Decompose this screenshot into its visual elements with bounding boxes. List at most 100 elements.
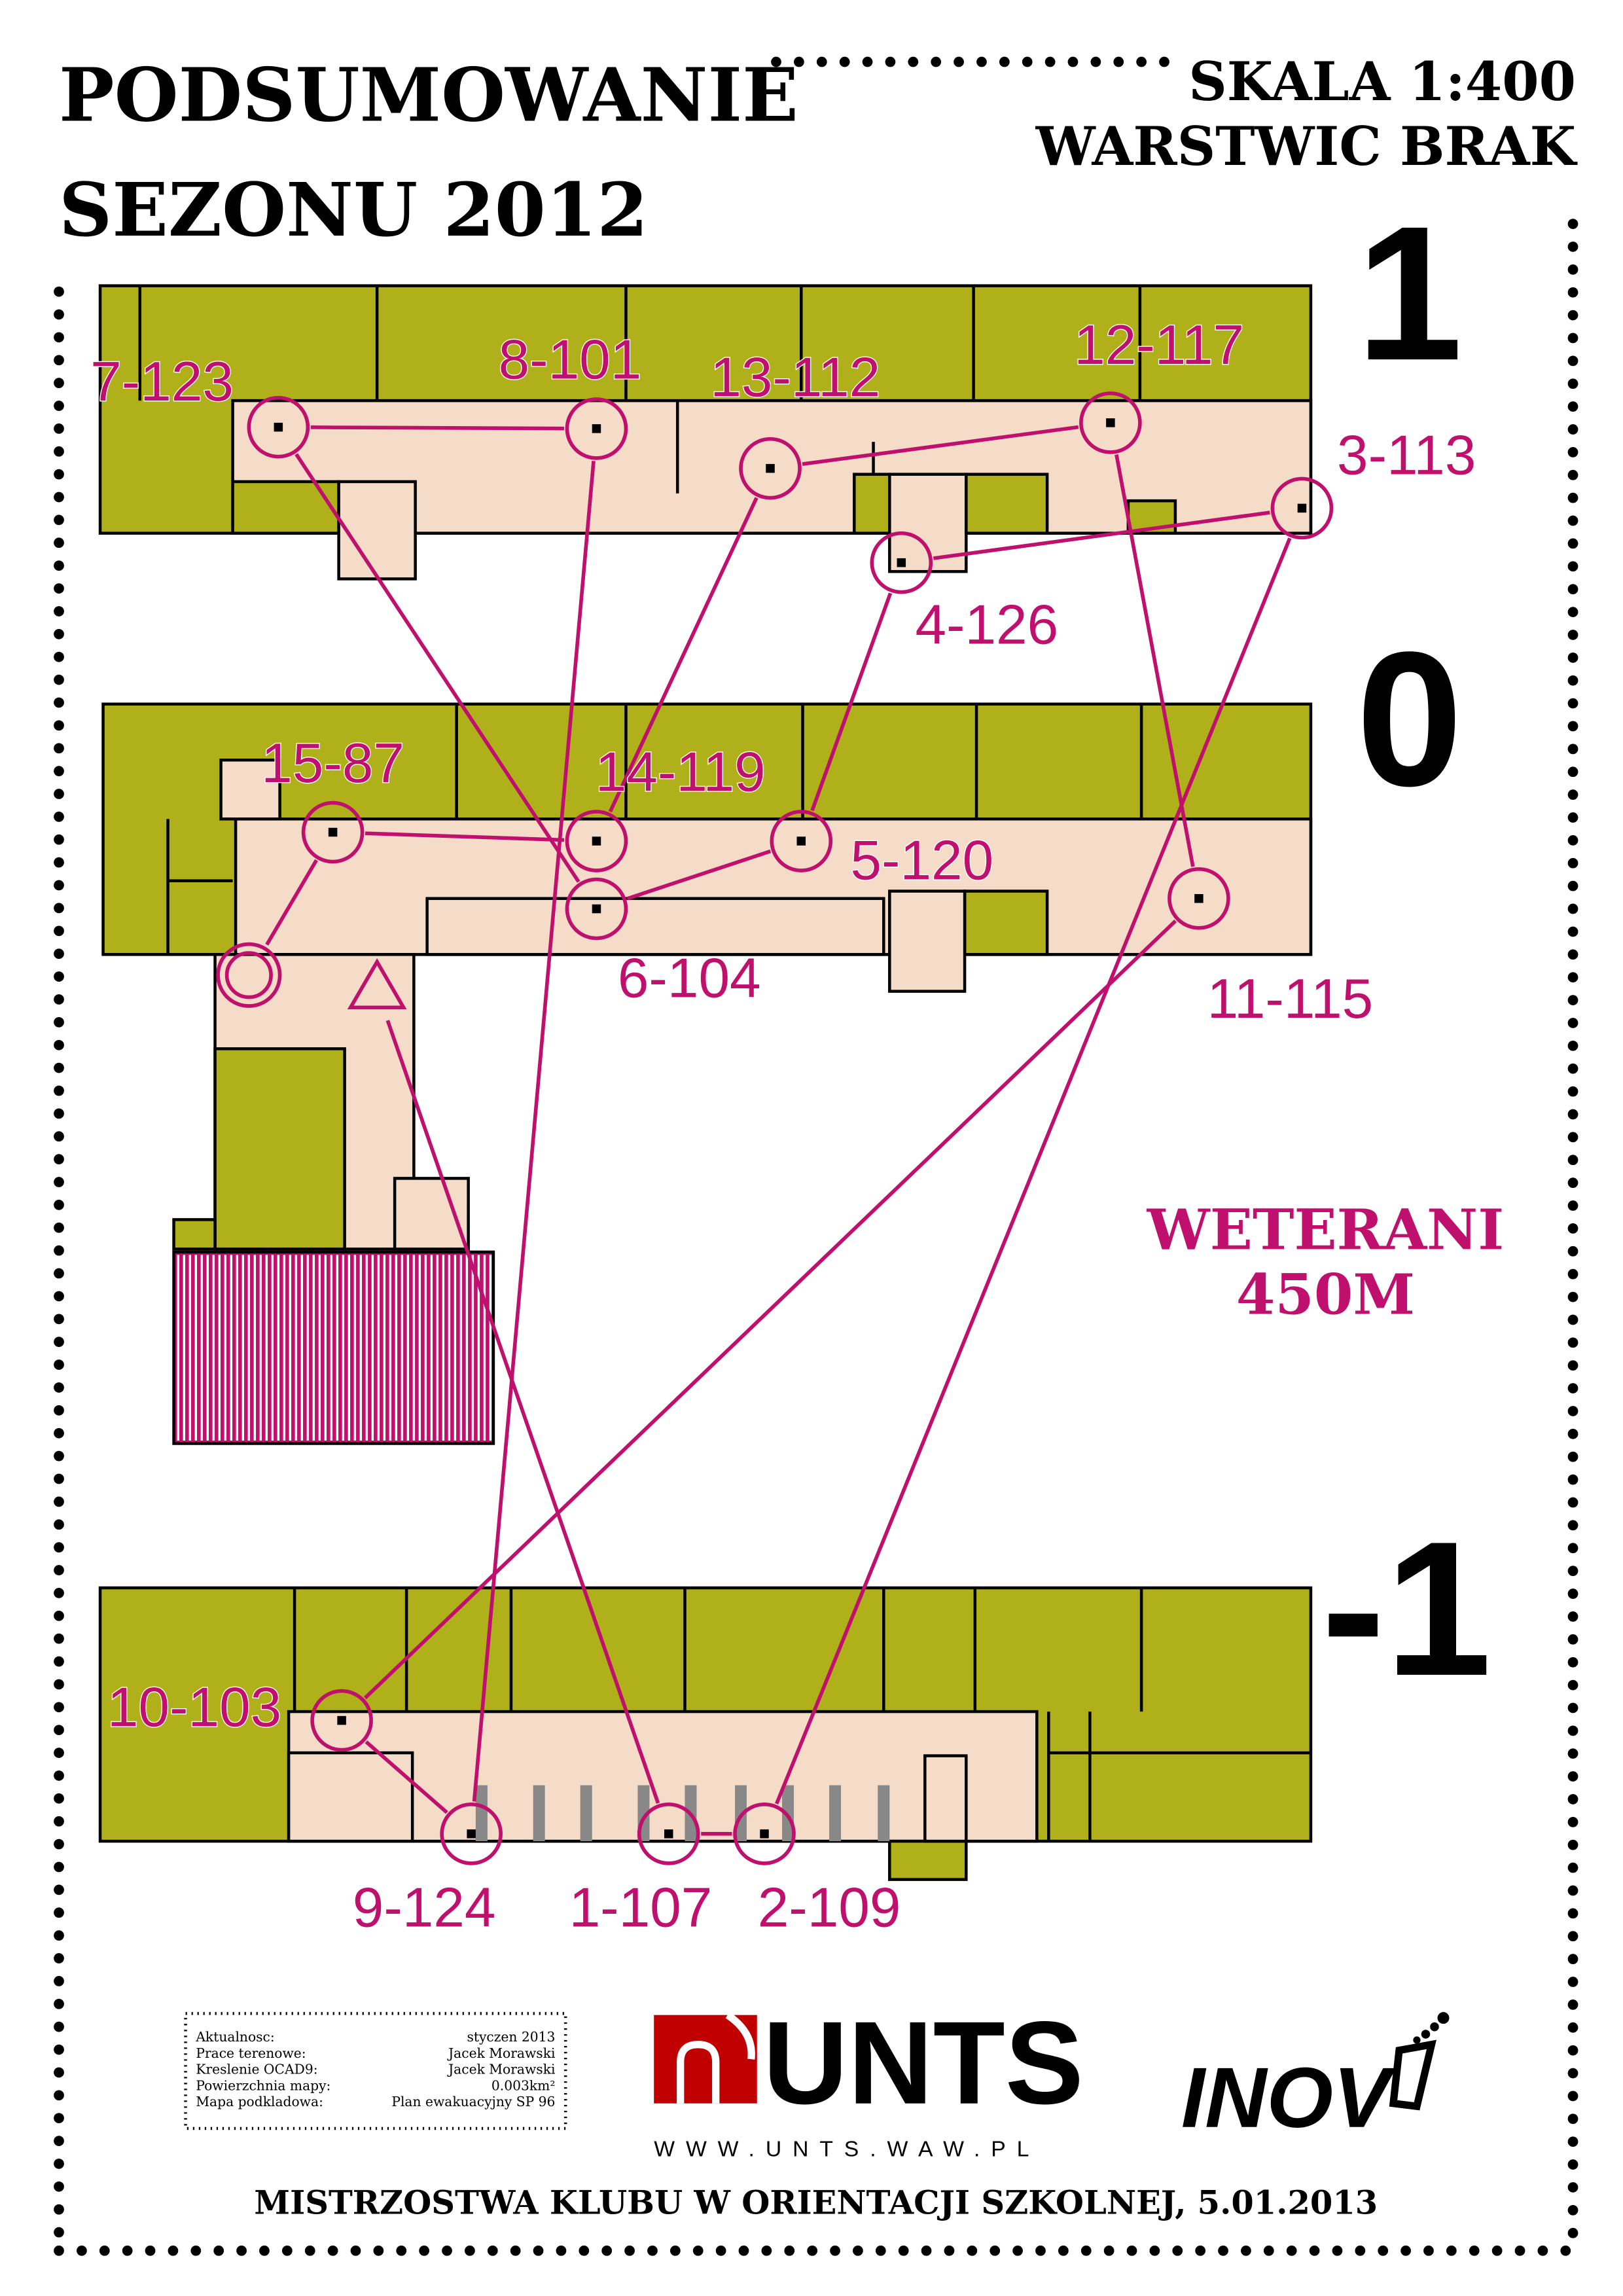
hatched-area: [177, 1255, 492, 1441]
inov-logo: INOV: [1181, 2012, 1450, 2145]
control-circle: [637, 1803, 700, 1865]
control-marker: [1106, 418, 1115, 427]
control-circle: [733, 1803, 796, 1865]
info-value: styczen 2013: [467, 2029, 555, 2045]
control-label: 3-113: [1337, 425, 1476, 487]
unts-url: WWW.UNTS.WAW.PL: [654, 2137, 1040, 2162]
floor-label-1: 1: [1356, 186, 1463, 400]
floor-label-0: 0: [1356, 612, 1463, 826]
course-leg: [472, 460, 596, 1802]
pillar: [533, 1785, 545, 1842]
pillar: [878, 1785, 890, 1842]
control-label: 11-115: [1207, 968, 1374, 1030]
scale-text: SKALA 1:400: [1188, 51, 1576, 113]
control-label: 4-126: [915, 594, 1058, 656]
course-leg: [933, 511, 1270, 560]
info-value: Jacek Morawski: [447, 2045, 556, 2061]
control-label: 14-119: [596, 742, 766, 804]
control-circle: [739, 437, 802, 500]
control-circle: [301, 800, 365, 864]
floor-minus1-plan: [98, 1586, 1313, 1881]
course-leg: [365, 831, 565, 842]
control-marker: [592, 904, 601, 914]
control-label: 12-117: [1074, 314, 1244, 376]
control-circle: [247, 395, 310, 459]
control-marker: [766, 463, 775, 473]
control-circle: [870, 531, 933, 594]
course-leg: [310, 425, 564, 431]
control-circle: [1168, 867, 1230, 930]
control-marker: [1297, 503, 1307, 513]
control-label: 15-87: [261, 732, 404, 795]
course-leg: [608, 497, 758, 813]
pillar: [829, 1785, 842, 1842]
unts-logo: UNTS WWW.UNTS.WAW.PL: [654, 1998, 1084, 2162]
course-leg: [626, 849, 772, 901]
finish-circle-outer: [216, 942, 282, 1008]
course-leg: [265, 859, 318, 946]
floor-label-minus1: -1: [1321, 1501, 1491, 1715]
control-label: 8-101: [499, 329, 642, 391]
foot-icon: [1389, 2039, 1436, 2111]
control-circle: [310, 1689, 373, 1752]
pillar: [734, 1785, 747, 1842]
course-leg: [810, 592, 893, 812]
control-label: 1-107: [569, 1877, 713, 1939]
footer-event-title: MISTRZOSTWA KLUBU W ORIENTACJI SZKOLNEJ,…: [254, 2184, 1378, 2222]
inov-logo-text: INOV: [1181, 2050, 1397, 2145]
control-circle: [770, 810, 833, 872]
contours-text: WARSTWIC BRAK: [1035, 116, 1578, 178]
course-overlay: [216, 391, 1334, 1865]
info-label: Kreslenie OCAD9:: [196, 2062, 317, 2077]
control-labels: 1-107 2-109 3-113 4-126 5-120 6-104 7-123 8-101…: [90, 314, 1477, 1940]
control-marker: [664, 1829, 673, 1839]
course-leg: [365, 1740, 448, 1814]
control-marker: [897, 558, 906, 567]
info-label: Mapa podkladowa:: [196, 2094, 323, 2109]
info-label: Aktualnosc:: [195, 2029, 274, 2045]
info-value: Jacek Morawski: [447, 2062, 556, 2077]
title-line1: PODSUMOWANIE: [59, 52, 798, 139]
control-marker: [796, 836, 806, 846]
pillar: [475, 1785, 488, 1842]
control-label: 5-120: [850, 830, 993, 892]
control-marker: [1194, 894, 1204, 903]
control-circle: [565, 810, 628, 872]
category-length: 450M: [1236, 1262, 1415, 1327]
control-marker: [328, 827, 338, 837]
control-label: 2-109: [758, 1877, 901, 1939]
category-name: WETERANI: [1147, 1197, 1505, 1263]
info-value: 0.003km²: [491, 2077, 556, 2093]
control-marker: [760, 1829, 769, 1839]
title-line2: SEZONU 2012: [59, 166, 648, 253]
control-label: 7-123: [90, 351, 234, 413]
control-marker: [274, 422, 283, 432]
info-label: Powierzchnia mapy:: [196, 2077, 330, 2093]
course-leg: [775, 537, 1292, 1805]
course-leg: [802, 425, 1079, 466]
dotted-border: [54, 56, 1578, 2256]
control-circle: [565, 877, 628, 941]
control-circle: [1270, 476, 1334, 540]
info-value: Plan ewakuacyjny SP 96: [391, 2094, 555, 2109]
pillar: [782, 1785, 794, 1842]
control-circle: [440, 1803, 503, 1865]
course-leg: [1115, 454, 1195, 867]
pillars: [475, 1785, 890, 1842]
start-triangle-icon: [347, 958, 407, 1010]
pillar: [580, 1785, 592, 1842]
control-marker: [592, 836, 601, 846]
control-label: 9-124: [353, 1877, 496, 1939]
course-leg: [385, 1020, 660, 1804]
control-marker: [592, 424, 601, 433]
finish-circle-icon: [224, 951, 273, 999]
course-leg: [363, 920, 1177, 1700]
control-circle: [1079, 391, 1142, 454]
unts-logo-text: UNTS: [763, 1998, 1084, 2129]
course-leg: [294, 453, 580, 883]
control-circle: [565, 397, 628, 460]
control-label: 6-104: [618, 948, 761, 1010]
control-marker: [467, 1829, 476, 1839]
